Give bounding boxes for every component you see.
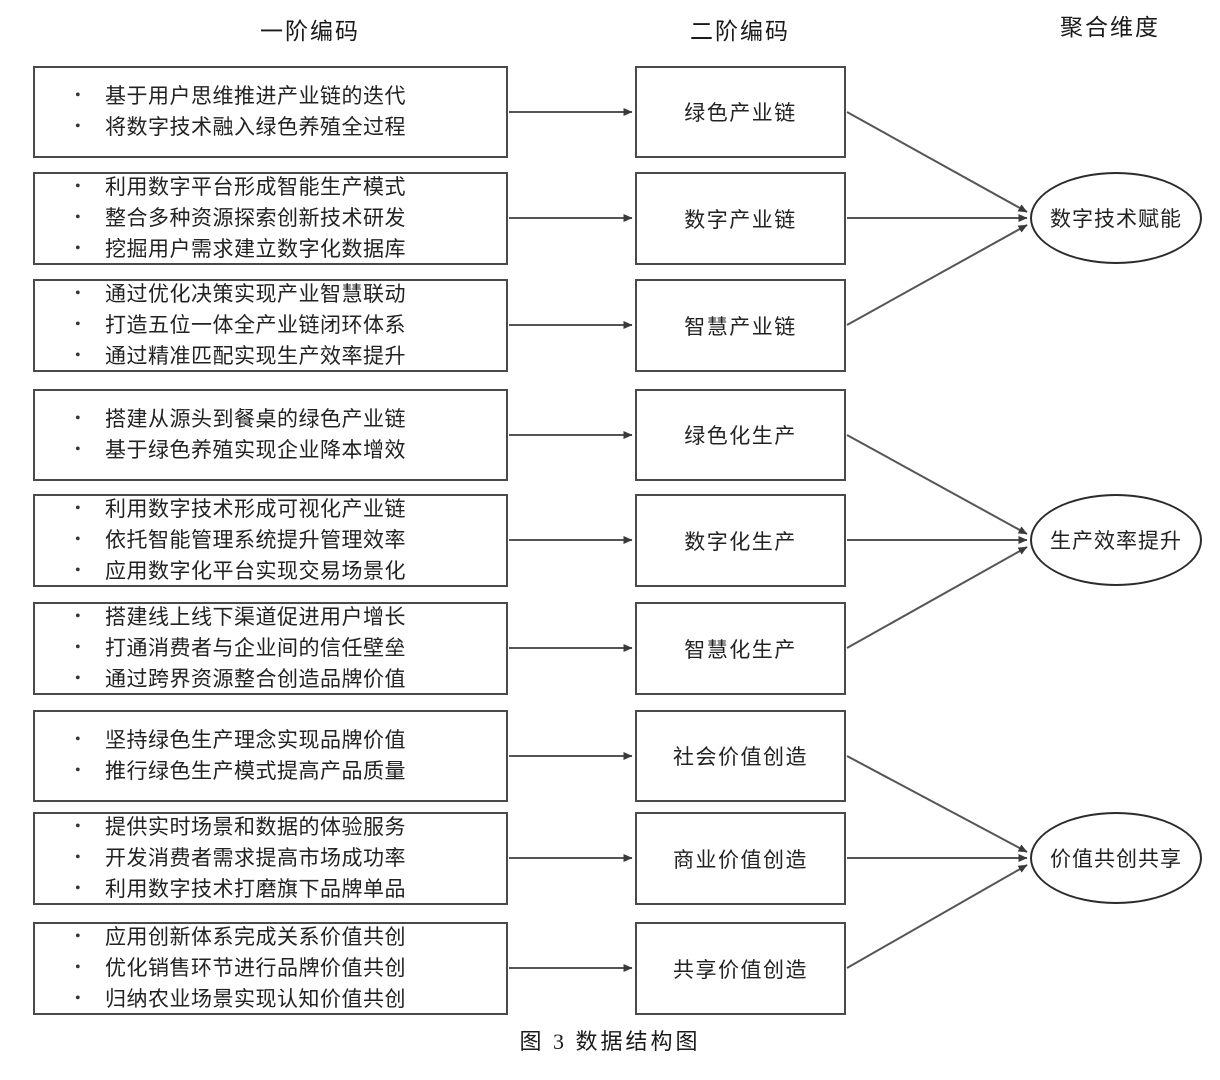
second-order-box-1[interactable]: 绿色产业链 [635, 66, 846, 158]
second-order-box-7[interactable]: 社会价值创造 [635, 710, 846, 802]
second-order-label: 数字化生产 [684, 529, 797, 554]
list-item: 归纳农业场景实现认知价值共创 [35, 983, 506, 1015]
arrows-second-to-aggregate-3 [846, 755, 1028, 969]
second-order-label: 数字产业链 [684, 207, 797, 232]
aggregate-label: 数字技术赋能 [1050, 207, 1182, 231]
second-order-label: 智慧产业链 [684, 314, 797, 339]
second-order-box-9[interactable]: 共享价值创造 [635, 922, 846, 1015]
list-item: 利用数字技术形成可视化产业链 [35, 493, 506, 525]
first-order-list: 搭建线上线下渠道促进用户增长 打通消费者与企业间的信任壁垒 通过跨界资源整合创造… [35, 601, 506, 695]
list-item: 搭建线上线下渠道促进用户增长 [35, 601, 506, 633]
second-order-label: 绿色化生产 [684, 424, 797, 448]
first-order-box-2[interactable]: 利用数字平台形成智能生产模式 整合多种资源探索创新技术研发 挖掘用户需求建立数字… [33, 171, 508, 265]
list-item: 优化销售环节进行品牌价值共创 [35, 952, 506, 984]
first-order-box-9[interactable]: 应用创新体系完成关系价值共创 优化销售环节进行品牌价值共创 归纳农业场景实现认知… [33, 921, 508, 1015]
list-item: 整合多种资源探索创新技术研发 [35, 202, 506, 234]
list-item: 开发消费者需求提高市场成功率 [35, 842, 506, 874]
list-item: 基于用户思维推进产业链的迭代 [35, 80, 506, 112]
second-order-label: 绿色产业链 [684, 101, 797, 125]
aggregate-dimension-2[interactable]: 生产效率提升 [1030, 494, 1202, 586]
first-order-box-3[interactable]: 通过优化决策实现产业智慧联动 打造五位一体全产业链闭环体系 通过精准匹配实现生产… [33, 278, 508, 372]
first-order-list: 应用创新体系完成关系价值共创 优化销售环节进行品牌价值共创 归纳农业场景实现认知… [35, 921, 506, 1015]
aggregate-label: 生产效率提升 [1050, 529, 1182, 553]
list-item: 坚持绿色生产理念实现品牌价值 [35, 724, 506, 756]
list-item: 通过跨界资源整合创造品牌价值 [35, 663, 506, 695]
arrows-second-to-aggregate-1 [846, 111, 1028, 326]
list-item: 挖掘用户需求建立数字化数据库 [35, 233, 506, 265]
second-order-box-5[interactable]: 数字化生产 [635, 494, 846, 587]
first-order-box-8[interactable]: 提供实时场景和数据的体验服务 开发消费者需求提高市场成功率 利用数字技术打磨旗下… [33, 811, 508, 905]
first-order-list: 坚持绿色生产理念实现品牌价值 推行绿色生产模式提高产品质量 [35, 724, 506, 787]
list-item: 推行绿色生产模式提高产品质量 [35, 755, 506, 787]
second-order-label: 智慧化生产 [684, 637, 797, 662]
aggregate-dimension-1[interactable]: 数字技术赋能 [1030, 172, 1202, 264]
list-item: 利用数字平台形成智能生产模式 [35, 171, 506, 203]
first-order-list: 搭建从源头到餐桌的绿色产业链 基于绿色养殖实现企业降本增效 [35, 403, 506, 466]
second-order-label: 商业价值创造 [673, 847, 808, 872]
list-item: 将数字技术融入绿色养殖全过程 [35, 111, 506, 143]
first-order-box-7[interactable]: 坚持绿色生产理念实现品牌价值 推行绿色生产模式提高产品质量 [33, 710, 508, 802]
first-order-list: 提供实时场景和数据的体验服务 开发消费者需求提高市场成功率 利用数字技术打磨旗下… [35, 811, 506, 905]
second-order-box-6[interactable]: 智慧化生产 [635, 602, 846, 695]
list-item: 基于绿色养殖实现企业降本增效 [35, 434, 506, 466]
column-header-aggregate-dimension: 聚合维度 [1060, 15, 1160, 40]
list-item: 搭建从源头到餐桌的绿色产业链 [35, 403, 506, 435]
second-order-label: 共享价值创造 [673, 957, 808, 982]
list-item: 依托智能管理系统提升管理效率 [35, 524, 506, 556]
list-item: 应用创新体系完成关系价值共创 [35, 921, 506, 953]
second-order-box-3[interactable]: 智慧产业链 [635, 279, 846, 372]
second-order-label: 社会价值创造 [673, 745, 808, 769]
first-order-list: 利用数字平台形成智能生产模式 整合多种资源探索创新技术研发 挖掘用户需求建立数字… [35, 171, 506, 265]
arrows-first-to-second [509, 108, 633, 972]
list-item: 打通消费者与企业间的信任壁垒 [35, 632, 506, 664]
aggregate-dimension-3[interactable]: 价值共创共享 [1030, 812, 1202, 904]
first-order-list: 通过优化决策实现产业智慧联动 打造五位一体全产业链闭环体系 通过精准匹配实现生产… [35, 278, 506, 372]
aggregate-label: 价值共创共享 [1050, 847, 1182, 871]
second-order-box-4[interactable]: 绿色化生产 [635, 389, 846, 481]
list-item: 通过精准匹配实现生产效率提升 [35, 340, 506, 372]
list-item: 提供实时场景和数据的体验服务 [35, 811, 506, 843]
list-item: 应用数字化平台实现交易场景化 [35, 555, 506, 587]
list-item: 通过优化决策实现产业智慧联动 [35, 278, 506, 310]
first-order-list: 利用数字技术形成可视化产业链 依托智能管理系统提升管理效率 应用数字化平台实现交… [35, 493, 506, 587]
first-order-box-6[interactable]: 搭建线上线下渠道促进用户增长 打通消费者与企业间的信任壁垒 通过跨界资源整合创造… [33, 601, 508, 695]
figure-caption: 图 3 数据结构图 [519, 1029, 701, 1054]
first-order-box-1[interactable]: 基于用户思维推进产业链的迭代 将数字技术融入绿色养殖全过程 [33, 66, 508, 158]
arrows-second-to-aggregate-2 [846, 434, 1028, 649]
column-header-first-order: 一阶编码 [260, 19, 360, 44]
second-order-box-8[interactable]: 商业价值创造 [635, 812, 846, 905]
list-item: 利用数字技术打磨旗下品牌单品 [35, 873, 506, 905]
list-item: 打造五位一体全产业链闭环体系 [35, 309, 506, 341]
first-order-box-4[interactable]: 搭建从源头到餐桌的绿色产业链 基于绿色养殖实现企业降本增效 [33, 389, 508, 481]
second-order-box-2[interactable]: 数字产业链 [635, 172, 846, 265]
column-header-second-order: 二阶编码 [690, 19, 790, 44]
first-order-box-5[interactable]: 利用数字技术形成可视化产业链 依托智能管理系统提升管理效率 应用数字化平台实现交… [33, 493, 508, 587]
first-order-list: 基于用户思维推进产业链的迭代 将数字技术融入绿色养殖全过程 [35, 80, 506, 143]
